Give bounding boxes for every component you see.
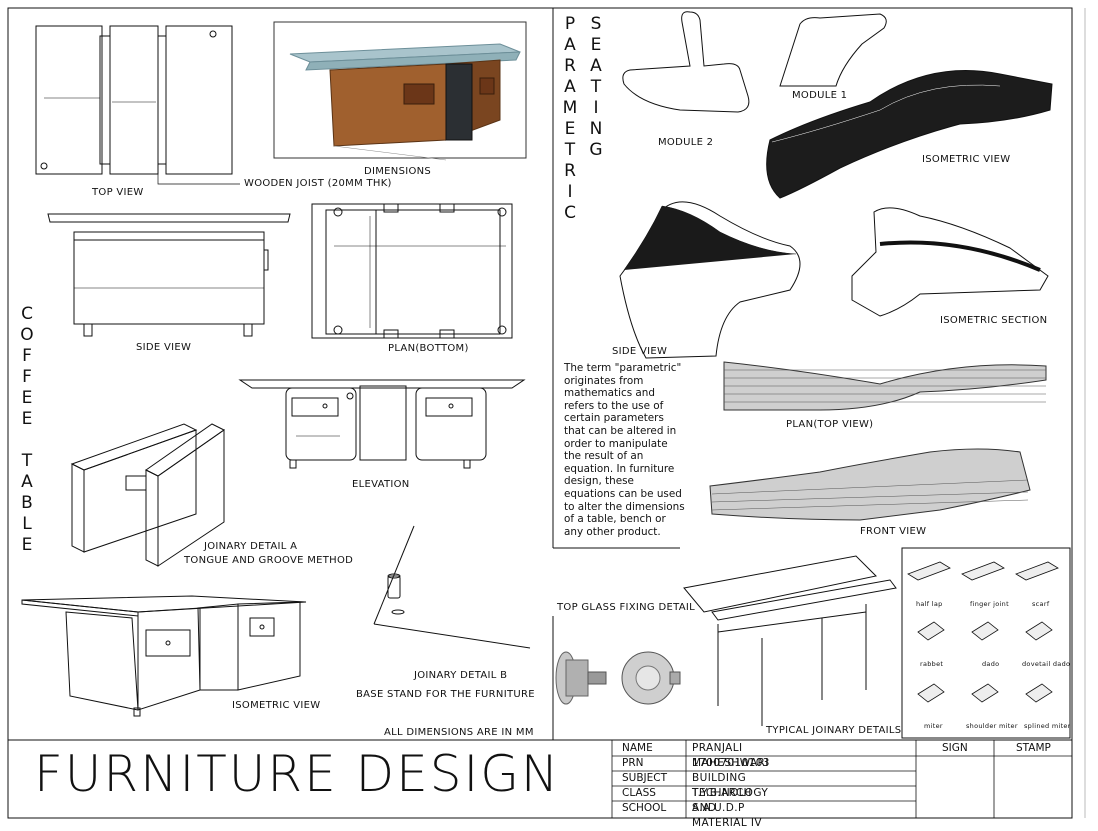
isometric-table-drawing — [21, 595, 307, 717]
glass-fixing-drawing — [555, 651, 681, 705]
vertical-letter: G — [589, 140, 603, 160]
stamp-label: STAMP — [1016, 742, 1051, 754]
label-joinary-b: JOINARY DETAIL B — [414, 670, 508, 681]
vertical-letter: S — [590, 14, 602, 34]
vertical-letter: R — [564, 161, 576, 181]
label-top-view: TOP VIEW — [92, 187, 144, 198]
vertical-letter: C — [564, 203, 576, 223]
row-key: SCHOOL — [622, 802, 667, 814]
label-joinary-a: JOINARY DETAIL A — [204, 541, 298, 552]
vertical-letter: R — [564, 56, 576, 76]
joint-label: miter — [924, 722, 943, 730]
vertical-letter: A — [564, 35, 576, 55]
parametric-side-view-drawing — [619, 201, 801, 359]
joint-label: dado — [982, 660, 1000, 668]
main-title: FURNITURE DESIGN — [34, 745, 561, 803]
title-block-grid — [611, 740, 1072, 818]
sheet-border — [7, 7, 1073, 819]
label-side-view: SIDE VIEW — [136, 342, 192, 353]
vertical-letter: F — [22, 367, 32, 387]
vertical-letter: M — [562, 98, 578, 118]
label-base-stand: BASE STAND FOR THE FURNITURE — [356, 689, 535, 700]
parametric-isometric-section-drawing — [851, 207, 1049, 317]
label-plan-bottom: PLAN(BOTTOM) — [388, 343, 469, 354]
vertical-letter: E — [21, 535, 33, 555]
row-value: T.Y.B.ARCH — [692, 787, 752, 799]
module-1-drawing — [779, 13, 887, 87]
row-key: PRN — [622, 757, 644, 769]
row-value: PRANJALI MAHESHWARI — [692, 742, 769, 769]
vertical-letter: O — [20, 325, 34, 345]
label-front-view: FRONT VIEW — [860, 526, 927, 537]
row-value: 17007010103 — [692, 757, 770, 769]
top-view-drawing — [35, 25, 240, 185]
label-tongue-groove: TONGUE AND GROOVE METHOD — [184, 555, 354, 566]
vertical-letter: I — [567, 182, 573, 202]
joint-label: shoulder miter — [966, 722, 1018, 730]
row-value: BUILDING TECHNOLOGY AND MATERIAL IV — [692, 772, 769, 829]
parametric-description: The term "parametric" originates from ma… — [564, 362, 685, 538]
label-isometric-section: ISOMETRIC SECTION — [940, 315, 1048, 326]
label-plan-top: PLAN(TOP VIEW) — [786, 419, 874, 430]
vertical-letter: A — [21, 472, 33, 492]
vertical-letter: F — [22, 346, 32, 366]
row-key: CLASS — [622, 787, 656, 799]
vertical-letter: T — [21, 451, 33, 471]
side-view-drawing — [47, 213, 291, 337]
joint-label: half lap — [916, 600, 943, 608]
vertical-letter: I — [593, 98, 599, 118]
label-wooden-joist: WOODEN JOIST (20MM THK) — [244, 178, 392, 189]
parametric-isometric-drawing — [766, 70, 1053, 199]
parametric-plan-drawing — [723, 361, 1047, 411]
joint-label: rabbet — [920, 660, 944, 668]
vertical-letter: P — [564, 14, 576, 34]
row-value: S.A.U.D.P — [692, 802, 745, 814]
label-module-1: MODULE 1 — [792, 90, 848, 101]
joint-types-grid — [901, 547, 1071, 739]
joint-label: dovetail dado — [1022, 660, 1071, 668]
label-isometric-view: ISOMETRIC VIEW — [232, 700, 321, 711]
vertical-letter: L — [22, 514, 32, 534]
dimensions-render — [273, 21, 527, 161]
joinary-detail-b-drawing — [373, 525, 531, 649]
vertical-letter: E — [21, 409, 33, 429]
vertical-letter: T — [564, 140, 576, 160]
label-module-2: MODULE 2 — [658, 137, 714, 148]
joinary-detail-a-drawing — [70, 423, 225, 567]
typical-joinery-drawing — [683, 555, 897, 726]
vertical-letter: E — [590, 35, 602, 55]
vertical-letter: E — [564, 119, 576, 139]
row-key: SUBJECT — [622, 772, 668, 784]
vertical-letter — [19, 430, 35, 451]
label-elevation: ELEVATION — [352, 479, 410, 490]
joint-label: scarf — [1032, 600, 1050, 608]
label-dimensions: DIMENSIONS — [364, 166, 432, 177]
vertical-letter: B — [21, 493, 33, 513]
joint-label: finger joint — [970, 600, 1009, 608]
vertical-letter: A — [590, 56, 602, 76]
vertical-letter: C — [21, 304, 33, 324]
label-dimensions-note: ALL DIMENSIONS ARE IN MM — [384, 727, 534, 738]
vertical-letter: N — [589, 119, 603, 139]
plan-bottom-drawing — [311, 203, 513, 339]
label-typical-joinery: TYPICAL JOINARY DETAILS — [766, 725, 902, 736]
label-parametric-side: SIDE VIEW — [612, 346, 668, 357]
title-block: NAME PRANJALI MAHESHWARI PRN 17007010103… — [612, 740, 1071, 829]
parametric-front-view-drawing — [709, 448, 1031, 521]
elevation-drawing — [238, 379, 526, 469]
row-key: NAME — [622, 742, 653, 754]
joint-label: splined miter — [1024, 722, 1071, 730]
vertical-letter: T — [590, 77, 602, 97]
vertical-letter: E — [21, 388, 33, 408]
sign-label: SIGN — [942, 742, 968, 754]
label-top-glass: TOP GLASS FIXING DETAIL — [557, 602, 695, 613]
module-2-drawing — [622, 11, 750, 113]
vertical-letter: A — [564, 77, 576, 97]
label-parametric-isometric: ISOMETRIC VIEW — [922, 154, 1011, 165]
